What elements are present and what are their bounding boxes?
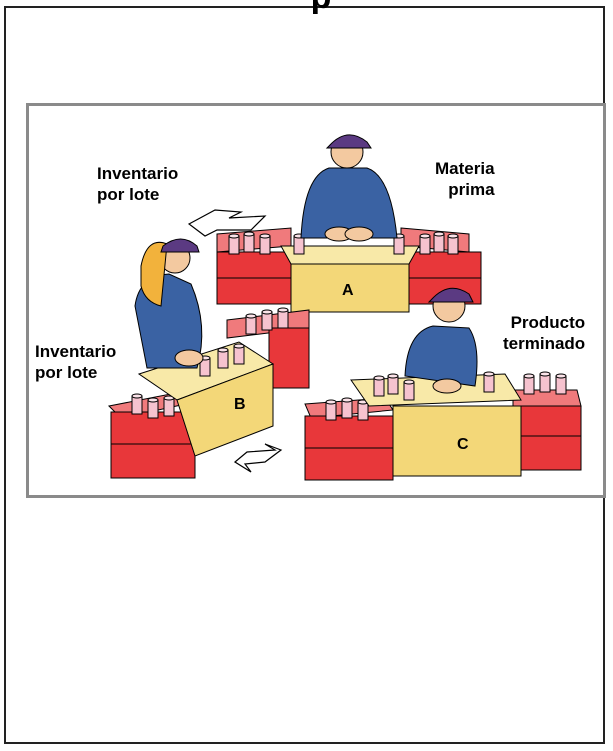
- label-inventory-by-lot-left: Inventario por lote: [35, 342, 117, 382]
- flow-arrow-a-to-b: [187, 209, 267, 237]
- label-inventory-by-lot-top: Inventario por lote: [97, 164, 179, 204]
- page-frame: p: [4, 0, 606, 744]
- crate-c-left: [304, 397, 394, 481]
- station-label-b: B: [234, 396, 246, 413]
- label-raw-material: Materia prima: [435, 159, 495, 199]
- station-c: [304, 287, 582, 481]
- page-heading-fragment: p: [156, 0, 486, 14]
- station-label-a: A: [342, 282, 354, 299]
- worker-c: [404, 287, 478, 394]
- production-line-illustration: A B C Inventario por lote Materia prima …: [26, 103, 606, 498]
- flow-arrow-b-to-c: [233, 443, 283, 473]
- illustration-canvas: A B C: [107, 134, 582, 481]
- crate-a-left: [216, 227, 292, 305]
- table-b: [137, 341, 275, 457]
- label-finished-product: Producto terminado: [503, 313, 586, 353]
- worker-b: [134, 238, 204, 369]
- worker-a: [300, 134, 398, 242]
- crate-b-back: [226, 307, 310, 389]
- table-a: [280, 233, 420, 313]
- crate-c-right: [512, 371, 582, 471]
- station-label-c: C: [457, 436, 469, 453]
- station-b: [107, 238, 310, 479]
